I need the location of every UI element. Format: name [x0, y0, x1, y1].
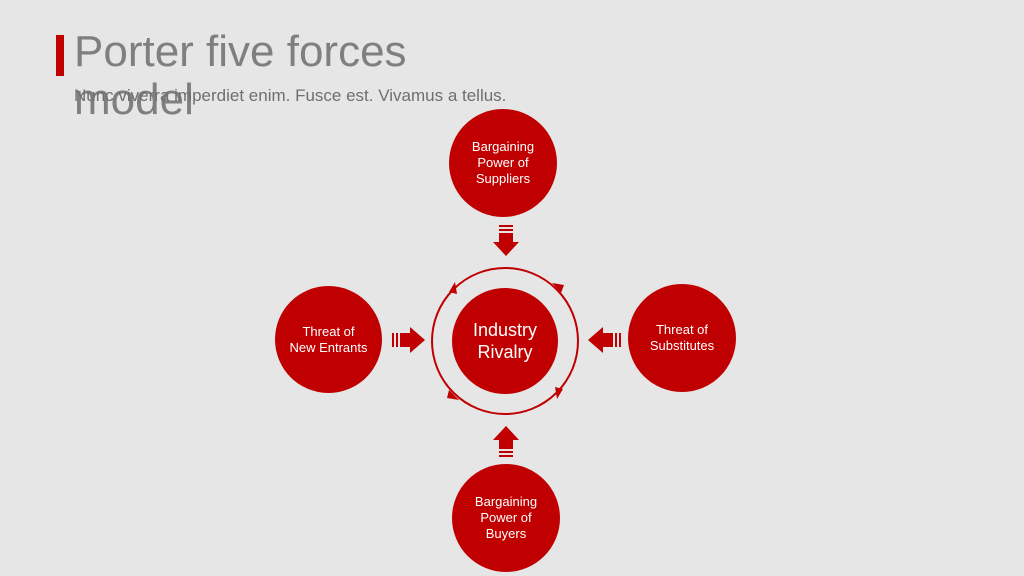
slide-subtitle: Nunc viverra imperdiet enim. Fusce est. …	[74, 86, 507, 105]
center-node-industry-rivalry: Industry Rivalry	[452, 288, 558, 394]
slide-title: Porter five forces model	[74, 27, 407, 124]
cycle-arrowhead-bottom-right	[555, 387, 563, 399]
force-label-buyers: Bargaining Power of Buyers	[474, 494, 538, 541]
substitutes-force-arrow	[588, 327, 621, 353]
force-label-new-entrants: Threat of New Entrants	[289, 323, 368, 355]
cycle-arrowhead-top-left	[449, 282, 457, 294]
force-node-substitutes: Threat of Substitutes	[628, 284, 736, 392]
force-node-new-entrants: Threat of New Entrants	[275, 286, 382, 393]
title-accent-bar	[56, 35, 64, 76]
new-entrants-force-arrow	[392, 327, 425, 353]
force-node-buyers: Bargaining Power of Buyers	[452, 464, 560, 572]
center-label: Industry Rivalry	[472, 320, 538, 362]
cycle-arrowhead-top-right	[552, 283, 564, 293]
force-node-suppliers: Bargaining Power of Suppliers	[449, 109, 557, 217]
cycle-arrowhead-bottom-left	[447, 390, 459, 400]
force-label-substitutes: Threat of Substitutes	[649, 322, 715, 353]
force-label-suppliers: Bargaining Power of Suppliers	[471, 139, 535, 186]
buyer-force-arrow	[493, 426, 519, 457]
supplier-force-arrow	[493, 225, 519, 256]
